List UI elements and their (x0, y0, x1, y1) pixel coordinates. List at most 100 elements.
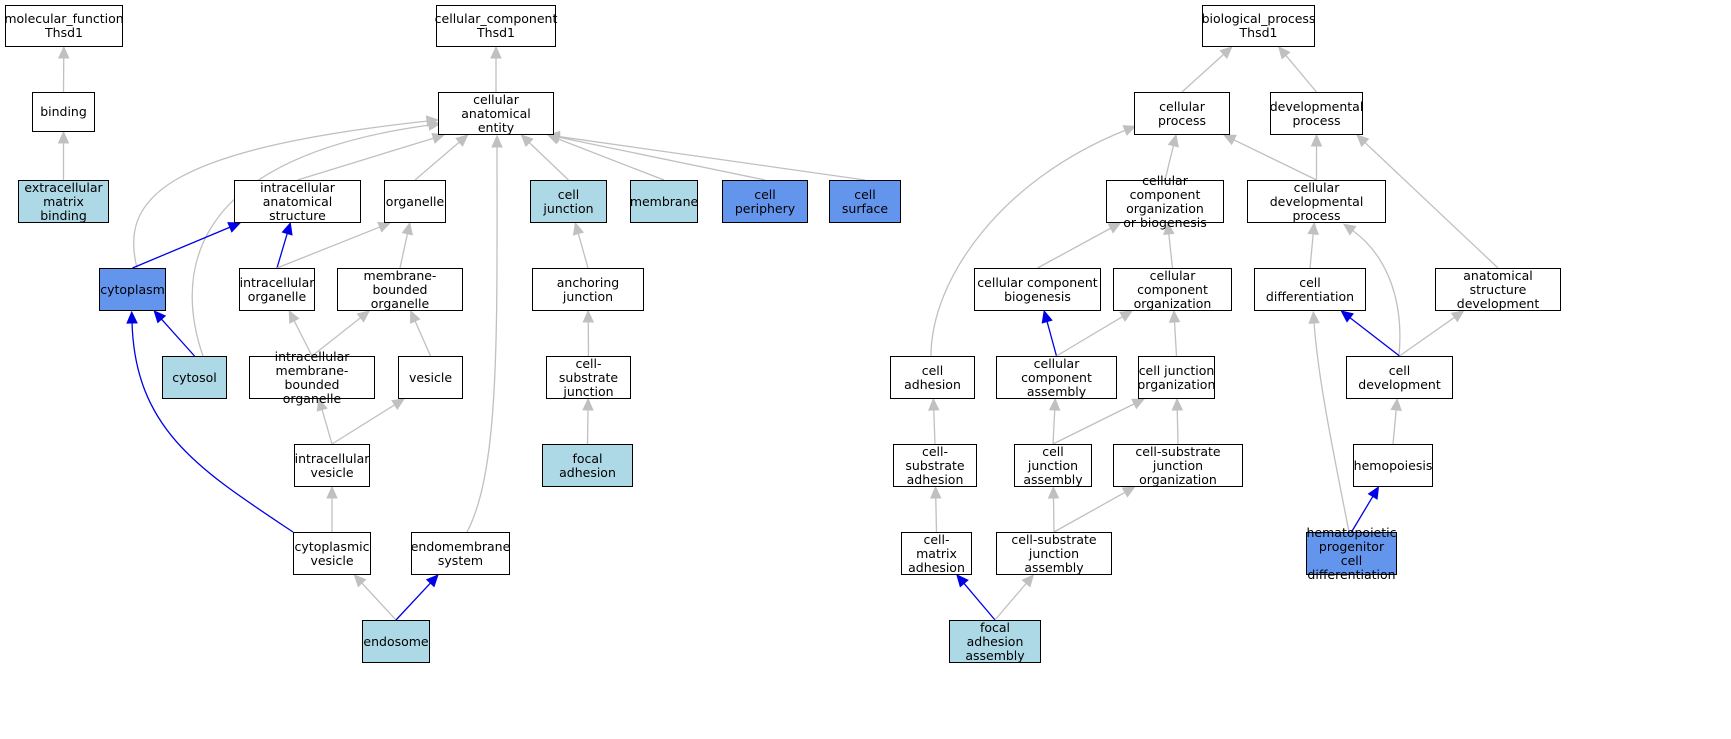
node-cellular-anatomical-entity: cellular anatomical entity (438, 92, 554, 135)
node-intracellular-anatomical-structure: intracellular anatomical structure (234, 180, 361, 223)
edge-intra_vesicle-to-vesicle (331, 398, 406, 445)
node-endomembrane-system: endomembrane system (411, 532, 510, 575)
node-cellular-component-thsd1: cellular_component Thsd1 (435, 5, 557, 47)
node-cell-development: cell development (1346, 356, 1453, 399)
edge-arrowhead (425, 574, 439, 588)
edge-arrowhead (491, 134, 503, 148)
edge-fa_assembly-to-cm_adhesion (956, 574, 996, 621)
edge-line (276, 226, 381, 269)
edge-cm_adhesion-to-cs_adhesion (929, 485, 942, 533)
edge-line (1176, 409, 1179, 445)
node-cellular-process: cellular process (1134, 92, 1230, 135)
node-focal-adhesion-assembly: focal adhesion assembly (949, 620, 1041, 663)
edge-line (131, 321, 294, 533)
edge-fa_assembly-to-csj_assembly (994, 574, 1035, 621)
edge-arrowhead (1167, 133, 1179, 148)
edge-mb_organelle-to-organelle (399, 221, 413, 269)
edge-cell_surface-to-cae (546, 130, 866, 181)
node-cell-periphery: cell periphery (722, 180, 808, 223)
node-endosome: endosome (362, 620, 430, 663)
edge-line (1349, 317, 1400, 357)
node-membrane: membrane (630, 180, 698, 223)
edge-arrowhead (281, 221, 293, 236)
edge-cytosol-to-cytoplasm (153, 310, 195, 357)
edge-line (133, 120, 429, 269)
edge-line (311, 317, 361, 357)
edge-line (399, 233, 409, 269)
node-cytoplasm: cytoplasm (99, 268, 166, 311)
edge-ias-to-cae (297, 132, 446, 181)
edge-arrowhead (572, 221, 585, 236)
edge-cell_development-to-cell_dev_process (1342, 223, 1401, 357)
edge-arrowhead (956, 574, 969, 588)
edge-line (1399, 316, 1455, 357)
edge-line (395, 582, 431, 621)
node-cell-junction: cell junction (530, 180, 607, 223)
edge-cytosol-to-cae (191, 119, 442, 357)
edge-hemopoiesis-to-cell_development (1390, 397, 1402, 445)
edge-arrowhead (1310, 133, 1323, 147)
edge-line (1392, 409, 1397, 445)
edge-arrowhead (1119, 310, 1133, 322)
edge-csj_assembly-to-cj_assembly (1047, 485, 1060, 533)
edge-cell_development-to-cell_diff (1340, 310, 1400, 357)
edge-arrowhead (227, 222, 242, 233)
edge-cytoplasm-to-ias (132, 222, 242, 269)
edge-arrowhead (1308, 310, 1320, 324)
node-molecular-function-thsd1: molecular_function Thsd1 (4, 5, 124, 47)
edge-cj_organization-to-cc_organization (1168, 309, 1181, 357)
node-intracellular-vesicle: intracellular vesicle (294, 444, 370, 487)
node-cell-substrate-junction-organization: cell-substrate junction organization (1113, 444, 1243, 487)
edge-arrowhead (391, 398, 406, 410)
edge-line (1173, 321, 1178, 357)
node-anchoring-junction: anchoring junction (532, 268, 644, 311)
edge-arrowhead (410, 309, 421, 324)
node-developmental-process: developmental process (1270, 92, 1363, 135)
node-biological-process-thsd1: biological_process Thsd1 (1202, 5, 1315, 47)
edge-line (414, 320, 432, 357)
edge-arrowhead (1307, 221, 1319, 235)
edge-line (1052, 403, 1135, 445)
edge-line (1164, 145, 1175, 181)
edge-intra_organelle-to-organelle (276, 221, 392, 269)
node-cytosol: cytosol (162, 356, 227, 399)
edge-line (276, 233, 288, 269)
edge-arrowhead (455, 134, 469, 147)
node-cellular-component-biogenesis: cellular component biogenesis (974, 268, 1101, 311)
edge-cj_assembly-to-cj_organization (1052, 398, 1146, 445)
node-extracellular-matrix-binding: extracellular matrix binding (18, 180, 109, 223)
edge-arrowhead (490, 45, 502, 59)
edge-line (528, 142, 569, 181)
edge-arrowhead (1131, 398, 1146, 410)
edge-line (963, 582, 996, 621)
edge-line (1233, 139, 1317, 181)
edge-vesicle-to-mb_organelle (410, 309, 432, 357)
node-cell-substrate-adhesion: cell-substrate adhesion (893, 444, 977, 487)
edge-line (361, 582, 397, 621)
edge-line (1052, 409, 1056, 445)
edge-arrowhead (288, 309, 300, 324)
edge-dev_process-to-bp_thsd1 (1278, 46, 1317, 93)
edge-arrowhead (57, 45, 70, 59)
node-cell-matrix-adhesion: cell-matrix adhesion (901, 532, 972, 575)
node-cell-junction-organization: cell junction organization (1138, 356, 1215, 399)
edge-line (1053, 491, 1126, 533)
edge-cell_adhesion-to-cellular_process (930, 125, 1137, 357)
edge-arrowhead (1171, 397, 1184, 411)
edge-arrowhead (1390, 397, 1402, 411)
edge-line (321, 409, 333, 445)
edge-line (191, 124, 431, 357)
node-hemopoiesis: hemopoiesis (1353, 444, 1433, 487)
edge-line (414, 141, 460, 181)
edge-cs_junction-to-anchoring_junction (582, 309, 595, 357)
node-intracellular-organelle: intracellular organelle (239, 268, 315, 311)
edge-intra_organelle-to-ias (276, 221, 293, 269)
edge-ecm_binding-to-binding (57, 130, 70, 180)
edge-cell_dev_process-to-dev_process (1310, 133, 1323, 180)
node-hematopoietic-progenitor-cell-differentiation: hematopoietic progenitor cell differenti… (1306, 524, 1397, 582)
node-organelle: organelle (384, 180, 446, 223)
edge-csj_organization-to-cj_organization (1171, 397, 1184, 445)
edge-arrowhead (1163, 221, 1175, 236)
edge-arrowhead (1168, 309, 1181, 323)
node-cellular-component-assembly: cellular component assembly (996, 356, 1117, 399)
